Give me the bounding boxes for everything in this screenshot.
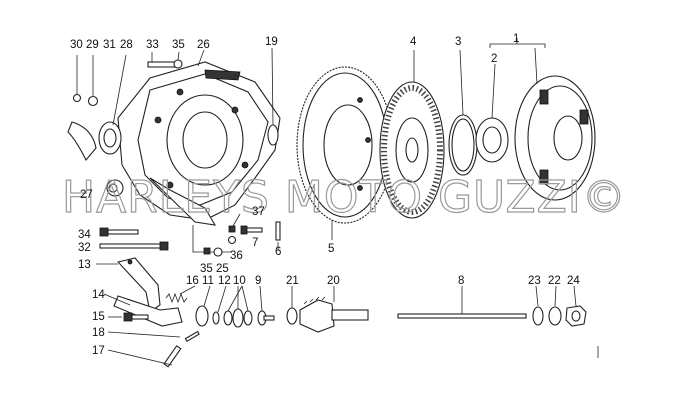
callout-37: 37 [252,206,265,218]
bushing-11 [195,285,211,327]
washer-25 [213,247,223,257]
callout-13: 13 [78,259,91,271]
callout-6: 6 [275,246,281,258]
pin-9 [257,285,275,326]
callout-3: 3 [455,36,461,48]
pin-18 [107,330,200,342]
callout-26: 26 [197,39,210,51]
bolt-6 [275,221,281,250]
spring-16 [165,285,196,304]
callout-14: 14 [92,289,105,301]
callout-16: 16 [186,275,199,287]
nut-35-top [173,51,183,69]
pin-17 [107,345,182,368]
callout-labels: 30 29 31 28 33 35 26 19 4 3 1 2 27 34 32… [70,33,580,357]
pressure-plate-2 [475,63,509,163]
callout-25: 25 [216,263,229,275]
callout-35-top: 35 [172,39,185,51]
nut-37 [228,213,241,233]
seal-19 [267,47,279,146]
callout-30: 30 [70,39,83,51]
fork-14 [103,293,183,327]
plug-27 [108,183,118,193]
screw-30 [72,55,82,103]
watermark: HARLEYS MOTO GUZZI© [62,172,627,223]
callout-32: 32 [78,242,91,254]
callout-1: 1 [513,33,519,45]
nut-35-bottom [203,247,211,255]
pin-15 [108,312,149,322]
ring-3 [448,49,478,176]
callout-15: 15 [92,311,105,323]
callout-22: 22 [548,275,561,287]
callout-18: 18 [92,327,105,339]
bearing-28 [98,121,122,155]
washer-12 [212,285,227,325]
callout-31: 31 [103,39,116,51]
callout-33: 33 [146,39,159,51]
callout-29: 29 [86,39,99,51]
callout-7: 7 [252,237,258,249]
gear-shaft-20 [299,286,369,333]
retaining-plate [67,121,97,161]
callout-19: 19 [265,36,278,48]
washer-36 [227,235,237,245]
callout-34: 34 [78,229,91,241]
nut-24 [565,285,587,327]
callout-21: 21 [286,275,299,287]
callout-35-bottom: 35 [200,263,213,275]
bolt-34 [99,227,139,237]
callout-2: 2 [491,53,497,65]
bolt-33 [147,52,177,68]
callout-20: 20 [327,275,340,287]
callout-36: 36 [230,250,243,262]
callout-11: 11 [202,275,214,287]
bell-housing [106,61,281,253]
callout-28: 28 [120,39,133,51]
washer-23 [532,285,544,326]
flywheel-5 [296,66,394,240]
callout-17: 17 [92,345,105,357]
washer-31 [87,55,99,107]
bearing-10 [223,285,253,328]
callout-12: 12 [218,275,231,287]
lever-13 [96,257,161,313]
washer-21 [286,286,298,325]
callout-4: 4 [410,36,417,48]
callout-8: 8 [458,275,464,287]
washer-22 [548,285,562,326]
bolt-7 [240,225,263,235]
callout-10: 10 [233,275,246,287]
bolt-32 [99,241,169,251]
callout-23: 23 [528,275,541,287]
callout-9: 9 [255,275,261,287]
callout-5: 5 [328,243,334,255]
callout-24: 24 [567,275,580,287]
callout-27: 27 [80,189,93,201]
rod-8 [397,286,527,319]
clutch-cover-1 [489,38,596,201]
clutch-disc-4 [379,50,445,219]
